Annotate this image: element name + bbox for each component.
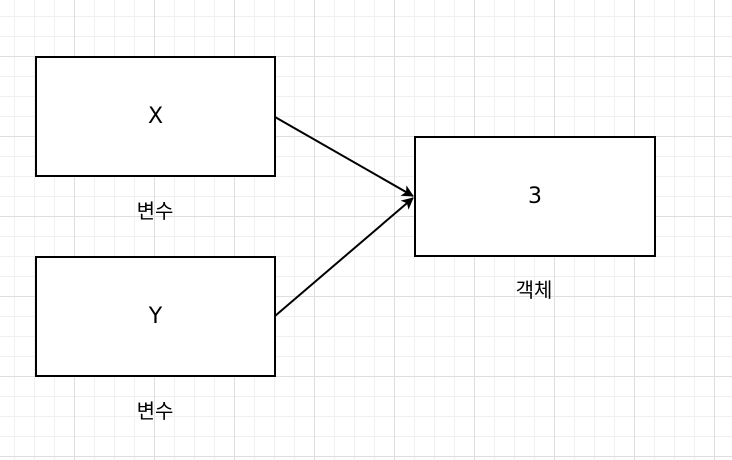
variable-y-label: Y [148, 304, 163, 329]
variable-y-box[interactable]: Y [35, 256, 276, 377]
object-caption: 객체 [515, 278, 553, 302]
object-box[interactable]: 3 [414, 136, 656, 257]
variable-x-caption: 변수 [136, 199, 174, 223]
variable-x-box[interactable]: X [35, 56, 276, 177]
object-label: 3 [528, 184, 542, 209]
variable-x-label: X [147, 104, 164, 129]
edge-x-to-object-arrow[interactable] [274, 116, 414, 197]
variable-y-caption: 변수 [136, 399, 174, 423]
edge-y-to-object-arrow[interactable] [274, 197, 414, 317]
